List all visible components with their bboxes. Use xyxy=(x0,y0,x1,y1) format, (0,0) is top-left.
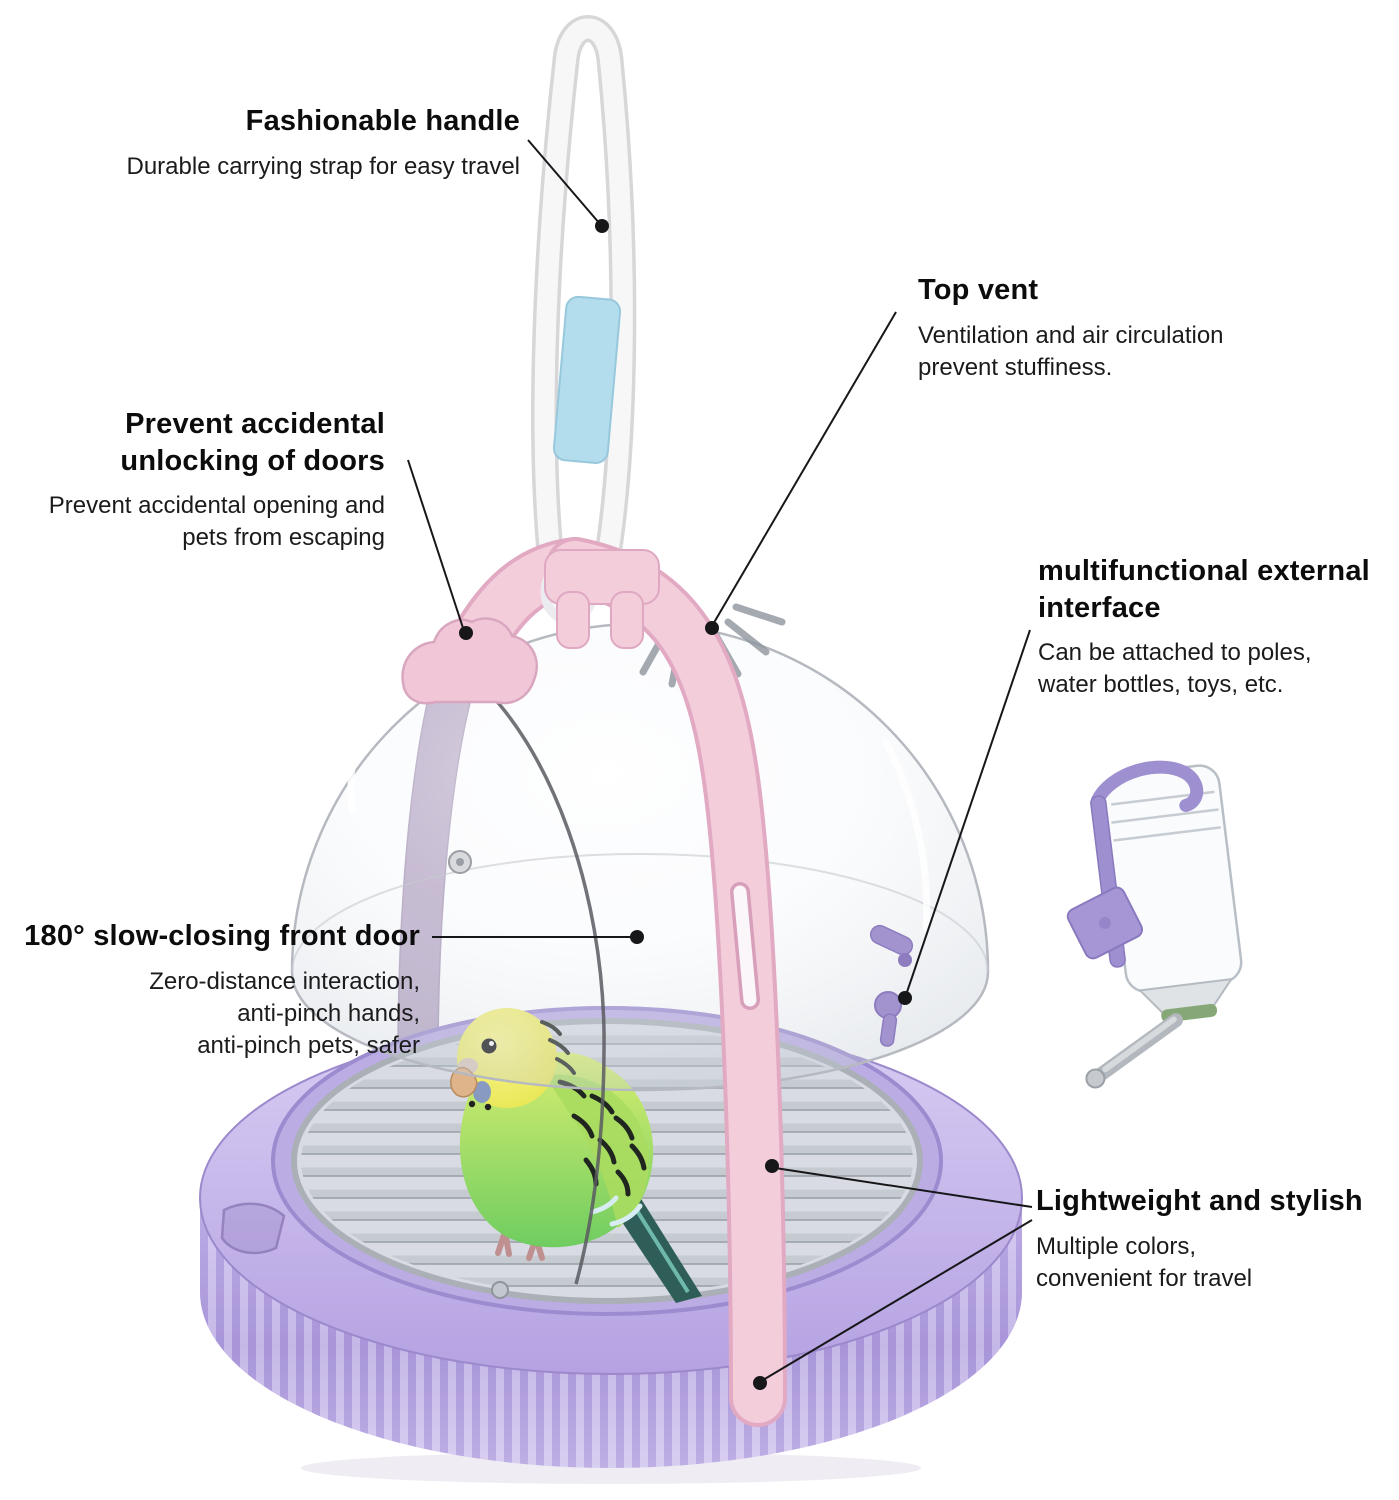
callout-top-vent: Top vent Ventilation and air circulation… xyxy=(918,272,1348,384)
rope-sleeve xyxy=(552,295,622,464)
leader-line-interface xyxy=(905,629,1031,996)
leader-line-lock xyxy=(407,459,465,632)
leader-lines xyxy=(407,139,1033,1381)
external-interface-mount xyxy=(869,924,914,1047)
callout-external-interface-desc: Can be attached to poles, water bottles,… xyxy=(1038,639,1312,699)
budgie-bird xyxy=(450,1008,702,1303)
carry-strap xyxy=(401,537,787,1427)
leader-line-handle xyxy=(527,139,601,225)
callout-external-interface-title: multifunctional external interface xyxy=(1038,555,1370,624)
callout-door-lock: Prevent accidental unlocking of doors Pr… xyxy=(0,406,385,554)
leader-line-vent xyxy=(711,311,897,627)
callout-external-interface: multifunctional external interface Can b… xyxy=(1038,553,1398,701)
callout-top-vent-title: Top vent xyxy=(918,274,1039,306)
leader-dot-lightweight-top xyxy=(765,1159,779,1173)
callout-door-lock-title: Prevent accidental unlocking of doors xyxy=(120,408,385,477)
base-handle-notch xyxy=(220,1202,286,1255)
leader-dot-handle xyxy=(595,219,609,233)
callout-lightweight-desc: Multiple colors, convenient for travel xyxy=(1036,1232,1253,1292)
leader-dots xyxy=(459,219,912,1390)
callout-handle: Fashionable handle Durable carrying stra… xyxy=(40,103,521,183)
leader-dot-vent xyxy=(705,621,719,635)
callout-top-vent-desc: Ventilation and air circulation prevent … xyxy=(918,321,1224,381)
front-door-edge xyxy=(466,670,606,1285)
callout-lightweight: Lightweight and stylish Multiple colors,… xyxy=(1036,1183,1396,1295)
callout-handle-title: Fashionable handle xyxy=(245,105,520,137)
callout-handle-desc: Durable carrying strap for easy travel xyxy=(126,152,521,180)
clear-dome xyxy=(290,603,990,1285)
callout-front-door: 180° slow-closing front door Zero-distan… xyxy=(0,918,420,1062)
door-knob xyxy=(448,850,472,874)
rope-handle xyxy=(531,15,637,616)
door-latch xyxy=(401,617,539,705)
leader-dot-interface xyxy=(898,991,912,1005)
bottle-holder xyxy=(1066,760,1204,968)
callout-front-door-desc: Zero-distance interaction, anti-pinch ha… xyxy=(149,967,420,1059)
leader-line-lightweight-top xyxy=(774,1167,1033,1208)
callout-lightweight-title: Lightweight and stylish xyxy=(1036,1185,1363,1217)
callout-door-lock-desc: Prevent accidental opening and pets from… xyxy=(48,492,385,552)
strap-bracket xyxy=(544,549,660,649)
leader-dot-door xyxy=(630,930,644,944)
leader-line-lightweight-bottom xyxy=(762,1219,1033,1381)
water-bottle xyxy=(1066,760,1243,1089)
leader-dot-lightweight-bottom xyxy=(753,1376,767,1390)
grate-screw xyxy=(491,1281,509,1299)
leader-dot-lock xyxy=(459,626,473,640)
callout-front-door-title: 180° slow-closing front door xyxy=(24,920,420,952)
